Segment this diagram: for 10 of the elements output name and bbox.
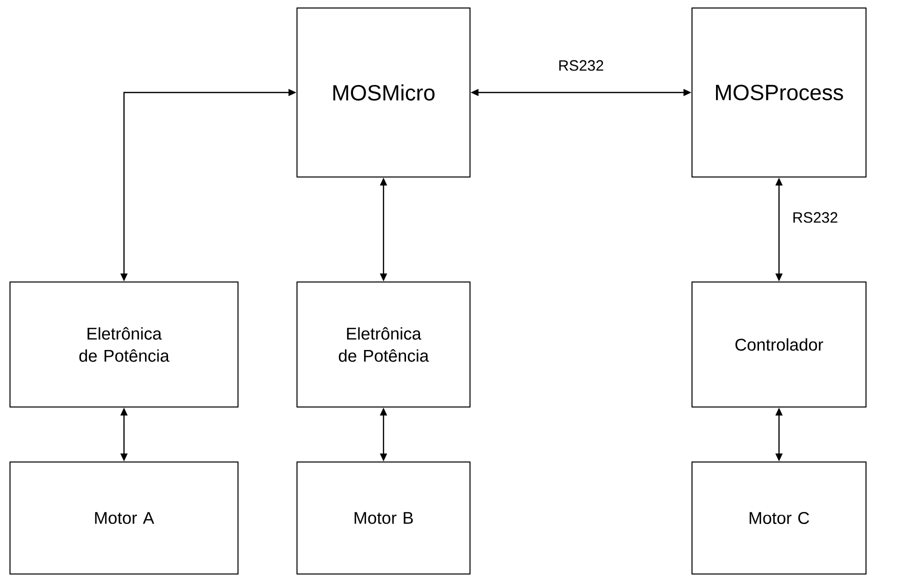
process-box: Motor C bbox=[692, 462, 866, 574]
process-box: Eletrônica de Potência bbox=[10, 282, 238, 408]
process-box: Controlador bbox=[692, 282, 866, 408]
edge-label: RS232 bbox=[559, 60, 604, 71]
process-box: Motor A bbox=[10, 462, 238, 574]
process-box: Motor B bbox=[296, 462, 470, 574]
edge-label: RS232 bbox=[793, 212, 838, 223]
process-box: Eletrônica de Potência bbox=[296, 282, 470, 408]
process-box: MOSProcess bbox=[692, 8, 866, 178]
process-box: MOSMicro bbox=[296, 8, 470, 178]
